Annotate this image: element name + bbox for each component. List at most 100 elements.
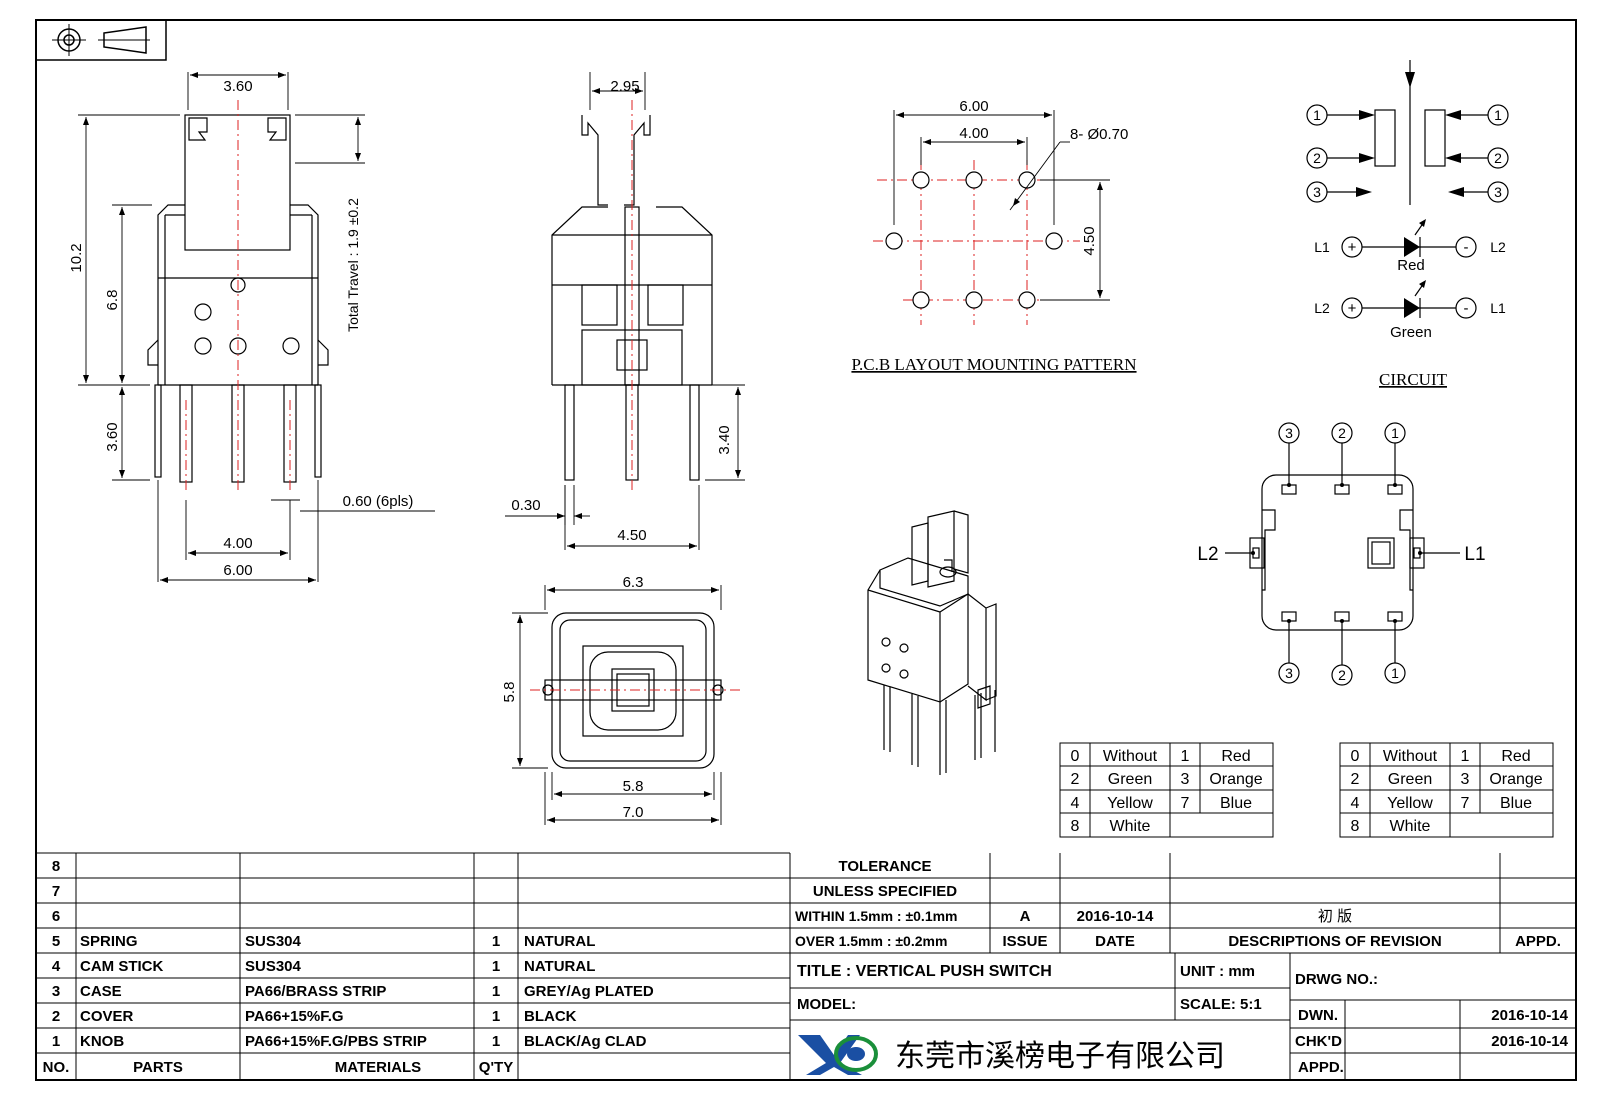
side-dim-pin-length: 3.40 bbox=[716, 425, 733, 454]
projection-symbol-icon bbox=[35, 19, 167, 61]
ct2-r3-c1: White bbox=[1390, 818, 1431, 835]
parts-row-2-finish: BLACK bbox=[524, 1008, 577, 1025]
circuit-green-minus: - bbox=[1464, 300, 1469, 317]
parts-row-3-material: PA66/BRASS STRIP bbox=[245, 983, 386, 1000]
revision-issue-value: A bbox=[1020, 908, 1031, 925]
ct2-r1-c2: 3 bbox=[1461, 771, 1470, 788]
parts-table: 8 7 6 5 SPRING SUS304 1 NATURAL 4 CAM ST… bbox=[36, 852, 791, 1080]
parts-row-3-qty: 1 bbox=[492, 983, 500, 1000]
company-logo bbox=[798, 1035, 878, 1075]
ct1-r1-c1: Green bbox=[1108, 771, 1152, 788]
ct2-r2-c2: 7 bbox=[1461, 795, 1470, 812]
ct1-r0-c0: 0 bbox=[1071, 748, 1080, 765]
ct2-r3-c0: 8 bbox=[1351, 818, 1360, 835]
chkd-date: 2016-10-14 bbox=[1491, 1033, 1568, 1050]
appd2-label: APPD. bbox=[1298, 1059, 1344, 1076]
parts-row-2-no: 2 bbox=[52, 1008, 60, 1025]
date-label: DATE bbox=[1095, 933, 1135, 950]
circuit-pin-3-left: 3 bbox=[1313, 184, 1321, 200]
front-dim-pin-length: 3.60 bbox=[104, 422, 121, 451]
parts-row-5-no: 5 bbox=[52, 933, 60, 950]
parts-row-1-finish: BLACK/Ag CLAD bbox=[524, 1033, 647, 1050]
circuit-red-l1: L1 bbox=[1314, 239, 1330, 255]
front-dim-travel: Total Travel : 1.9 ±0.2 bbox=[345, 198, 361, 332]
parts-header-parts: PARTS bbox=[133, 1059, 183, 1076]
parts-row-1-qty: 1 bbox=[492, 1033, 500, 1050]
ct2-r0-c0: 0 bbox=[1351, 748, 1360, 765]
ct2-r1-c1: Green bbox=[1388, 771, 1432, 788]
circuit: 1 2 3 1 2 3 + - + - L1 L2 L2 L1 Red Gree… bbox=[1306, 60, 1509, 389]
front-dim-pitch-inner: 4.00 bbox=[223, 535, 252, 552]
top-view: 6.3 5.8 5.8 7.0 bbox=[501, 574, 740, 825]
ct2-r1-c0: 2 bbox=[1351, 771, 1360, 788]
ct1-r2-c1: Yellow bbox=[1107, 795, 1153, 812]
company-name: 东莞市溪榜电子有限公司 bbox=[895, 1040, 1225, 1073]
ct2-r0-c2: 1 bbox=[1461, 748, 1470, 765]
side-view: 2.95 3.40 0.30 4.50 bbox=[505, 72, 745, 550]
scale-label: SCALE: 5:1 bbox=[1180, 996, 1262, 1013]
bottom-pin-1-bottom: 1 bbox=[1391, 665, 1399, 681]
ct1-r1-c3: Orange bbox=[1209, 771, 1262, 788]
front-dim-width-top: 3.60 bbox=[223, 78, 252, 95]
ct1-r3-c1: White bbox=[1110, 818, 1151, 835]
circuit-green-l2: L2 bbox=[1314, 300, 1330, 316]
bottom-view: 3 2 1 3 2 1 L2 L1 bbox=[1197, 422, 1486, 686]
bottom-pin-3-top: 3 bbox=[1285, 425, 1293, 441]
circuit-pin-3-right: 3 bbox=[1494, 184, 1502, 200]
pcb-layout: 6.00 4.00 8- Ø0.70 4.50 P.C.B LAYOUT MOU… bbox=[851, 98, 1136, 374]
dwn-label: DWN. bbox=[1298, 1007, 1338, 1024]
bottom-pin-2-top: 2 bbox=[1338, 425, 1346, 441]
top-dim-height: 5.8 bbox=[501, 682, 518, 703]
top-dim-width-outer: 7.0 bbox=[623, 804, 644, 821]
color-table-1: 0 Without 1 Red 2 Green 3 Orange 4 Yello… bbox=[1059, 742, 1274, 838]
ct2-r2-c3: Blue bbox=[1500, 795, 1532, 812]
parts-row-4-material: SUS304 bbox=[245, 958, 302, 975]
tolerance-line-1: TOLERANCE bbox=[838, 858, 931, 875]
ct1-r0-c2: 1 bbox=[1181, 748, 1190, 765]
ct1-r1-c0: 2 bbox=[1071, 771, 1080, 788]
parts-row-8-no: 8 bbox=[52, 858, 60, 875]
circuit-pin-1-right: 1 bbox=[1494, 107, 1502, 123]
parts-row-5-material: SUS304 bbox=[245, 933, 302, 950]
circuit-pin-2-left: 2 bbox=[1313, 150, 1321, 166]
ct1-r3-c0: 8 bbox=[1071, 818, 1080, 835]
bottom-l2: L2 bbox=[1197, 544, 1218, 565]
drawing-title: TITLE : VERTICAL PUSH SWITCH bbox=[797, 963, 1052, 980]
front-view: 3.60 10.2 6.8 3.60 Total Travel : 1.9 ±0… bbox=[68, 72, 435, 583]
title-block: TOLERANCE UNLESS SPECIFIED WITHIN 1.5mm … bbox=[790, 853, 1576, 1080]
parts-row-5-part: SPRING bbox=[80, 933, 138, 950]
pcb-dim-inner: 4.00 bbox=[959, 125, 988, 142]
front-dim-height-body: 6.8 bbox=[104, 290, 121, 311]
side-dim-width-top: 2.95 bbox=[610, 78, 639, 95]
ct2-r2-c1: Yellow bbox=[1387, 795, 1433, 812]
circuit-pin-1-left: 1 bbox=[1313, 107, 1321, 123]
parts-row-7-no: 7 bbox=[52, 883, 60, 900]
bottom-l1: L1 bbox=[1464, 544, 1485, 565]
sheet-border bbox=[35, 19, 1577, 1081]
top-dim-width-top: 6.3 bbox=[623, 574, 644, 591]
model-label: MODEL: bbox=[797, 996, 856, 1013]
color-table-2: 0 Without 1 Red 2 Green 3 Orange 4 Yello… bbox=[1339, 742, 1554, 838]
parts-row-3-part: CASE bbox=[80, 983, 122, 1000]
bottom-pin-1-top: 1 bbox=[1391, 425, 1399, 441]
descriptions-label: DESCRIPTIONS OF REVISION bbox=[1228, 933, 1441, 950]
ct1-r0-c1: Without bbox=[1103, 748, 1158, 765]
pcb-dim-outer: 6.00 bbox=[959, 98, 988, 115]
parts-row-2-qty: 1 bbox=[492, 1008, 500, 1025]
ct2-r2-c0: 4 bbox=[1351, 795, 1360, 812]
side-dim-pitch: 4.50 bbox=[617, 527, 646, 544]
parts-row-1-material: PA66+15%F.G/PBS STRIP bbox=[245, 1033, 427, 1050]
unit-label: UNIT : mm bbox=[1180, 963, 1255, 980]
side-dim-pin-thickness: 0.30 bbox=[511, 497, 540, 514]
circuit-red-plus: + bbox=[1348, 239, 1357, 256]
pcb-dim-hole: 8- Ø0.70 bbox=[1070, 126, 1128, 143]
parts-row-1-part: KNOB bbox=[80, 1033, 124, 1050]
parts-row-4-no: 4 bbox=[52, 958, 61, 975]
circuit-green-plus: + bbox=[1348, 300, 1357, 317]
pcb-dim-vertical: 4.50 bbox=[1081, 226, 1098, 255]
tolerance-line-2: UNLESS SPECIFIED bbox=[813, 883, 957, 900]
parts-row-2-part: COVER bbox=[80, 1008, 134, 1025]
circuit-green-l1: L1 bbox=[1490, 300, 1506, 316]
bottom-pin-2-bottom: 2 bbox=[1338, 667, 1346, 683]
